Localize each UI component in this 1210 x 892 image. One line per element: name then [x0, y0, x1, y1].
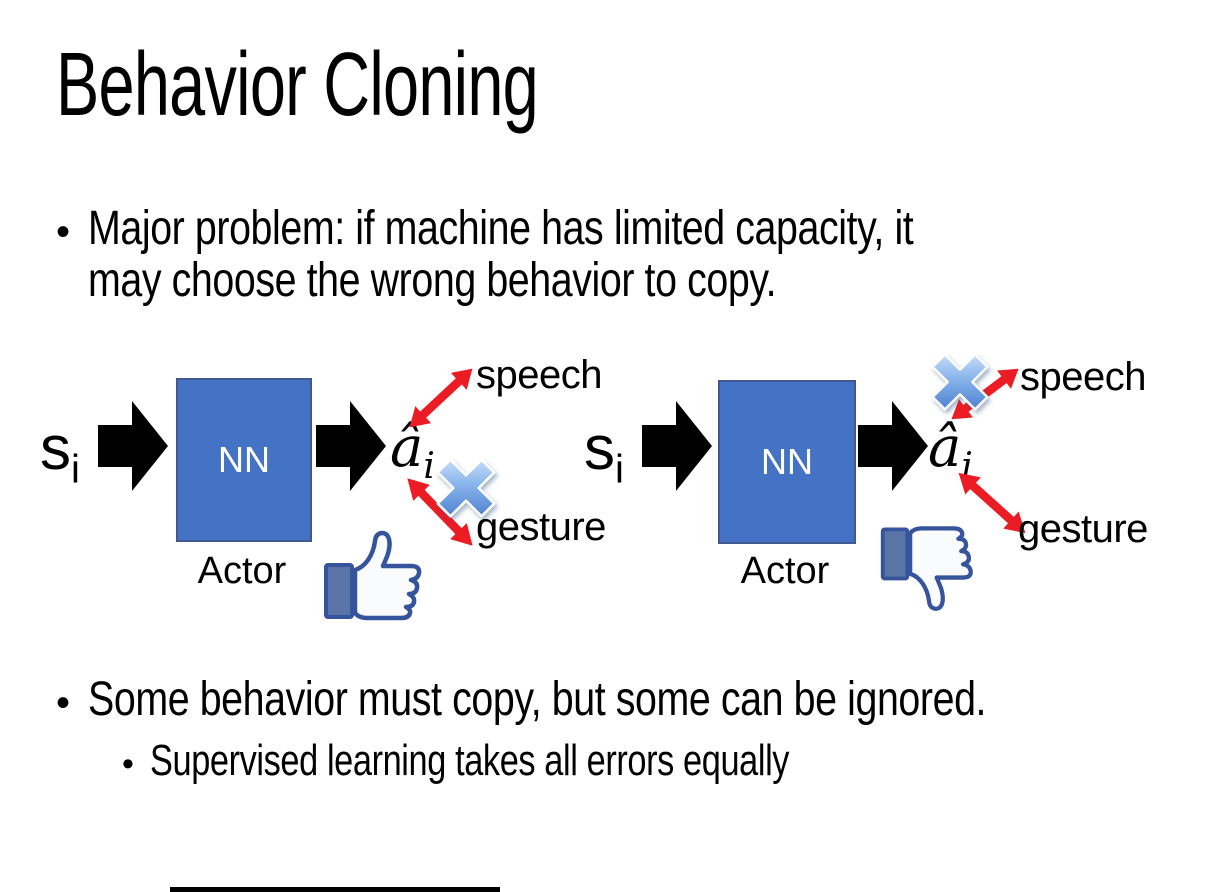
input-state-label: si: [584, 418, 624, 490]
input-state-subscript: i: [71, 447, 80, 492]
cross-out-icon: [931, 353, 989, 411]
gesture-link-arrow-icon: [407, 478, 473, 546]
input-arrow-icon: [98, 401, 168, 491]
output-action-base: â: [928, 415, 962, 480]
bullet-1-line-2: may choose the wrong behavior to copy.: [88, 254, 777, 307]
speech-label: speech: [1020, 355, 1146, 399]
bullet-marker: •: [56, 681, 71, 725]
bullet-marker: •: [56, 210, 71, 254]
output-action-label: âi: [928, 420, 973, 485]
gesture-label: gesture: [1018, 507, 1148, 551]
cropped-text-remnant: [170, 887, 500, 892]
page-title: Behavior Cloning: [56, 35, 539, 135]
thumbs-up-icon: [324, 530, 422, 621]
input-arrow-icon: [642, 401, 712, 491]
bullet-2: Some behavior must copy, but some can be…: [88, 673, 987, 726]
actor-label: Actor: [197, 550, 287, 592]
cross-out-icon: [436, 458, 496, 518]
input-state-base: s: [40, 414, 71, 483]
output-action-subscript: i: [961, 446, 973, 488]
input-state-label: si: [40, 418, 80, 490]
bullet-1: Major problem: if machine has limited ca…: [88, 202, 914, 307]
output-arrow-icon: [858, 401, 928, 491]
output-action-base: â: [390, 415, 424, 480]
nn-box: NN: [176, 378, 312, 542]
output-arrow-icon: [316, 401, 386, 491]
speech-link-arrow-icon: [409, 368, 473, 428]
input-state-subscript: i: [615, 447, 624, 492]
gesture-label: gesture: [476, 505, 606, 549]
thumbs-down-icon: [880, 526, 973, 611]
bullet-marker: •: [122, 745, 134, 783]
input-state-base: s: [584, 414, 615, 483]
bullet-1-line-1: Major problem: if machine has limited ca…: [88, 202, 914, 255]
sub-bullet: Supervised learning takes all errors equ…: [150, 736, 790, 785]
output-action-subscript: i: [423, 446, 435, 488]
nn-label: NN: [218, 439, 270, 480]
speech-label: speech: [476, 353, 602, 397]
actor-label: Actor: [740, 550, 830, 592]
gesture-link-arrow-icon: [958, 472, 1026, 534]
nn-label: NN: [761, 441, 813, 482]
output-action-label: âi: [390, 420, 435, 485]
nn-box: NN: [718, 380, 856, 544]
